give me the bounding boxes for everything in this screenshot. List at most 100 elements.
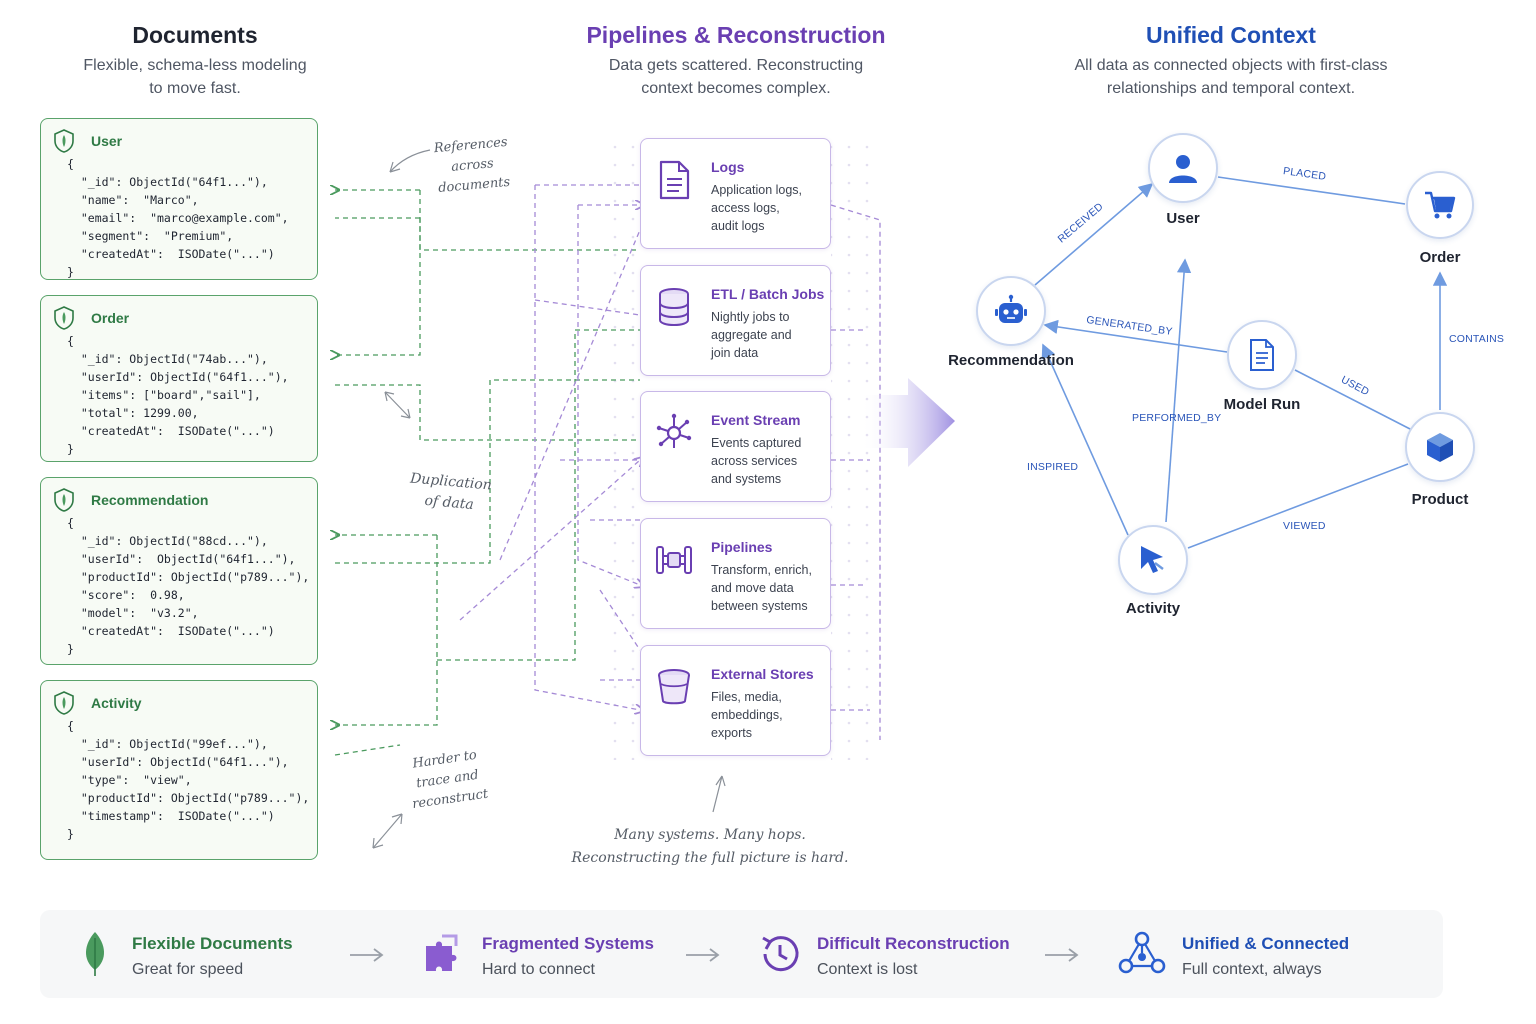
dot-texture-left [600, 140, 640, 760]
pipelines-subtitle-line1: Data gets scattered. Reconstructing [608, 57, 864, 74]
footer-sub-flexible: Great for speed [132, 961, 244, 978]
unified-title: Unified Context [1146, 22, 1316, 48]
unified-subtitle-line2: relationships and temporal context. [1106, 80, 1356, 97]
annotation-many-systems-line1: Many systems. Many hops. [614, 827, 806, 843]
edge-received [1034, 182, 1154, 286]
system-title-external-stores: External Stores [711, 666, 814, 682]
system-desc-event-stream: Events captured across services and syst… [711, 436, 802, 486]
shopping-cart-icon [1425, 191, 1456, 219]
graph-label-recommendation: Recommendation [948, 352, 1074, 369]
mongodb-shield-icon [54, 306, 74, 330]
edge-label-inspired: INSPIRED [1027, 461, 1079, 473]
pipeline-icon [656, 546, 692, 574]
graph-edges [1034, 176, 1448, 549]
dot-texture-right [831, 140, 871, 760]
system-card-event-stream: Event Stream Events captured across serv… [640, 391, 831, 502]
edge-used [1294, 369, 1413, 431]
mongodb-shield-icon [54, 129, 74, 153]
system-title-logs: Logs [711, 159, 745, 175]
footer-item-unified-connected: Unified & Connected Full context, always [1118, 910, 1438, 998]
unified-subtitle-line1: All data as connected objects with first… [1074, 57, 1388, 74]
doc-card-user: User { "_id": ObjectId("64f1..."), "name… [40, 118, 318, 280]
document-icon [1250, 339, 1274, 371]
system-desc-logs: Application logs, access logs, audit log… [711, 183, 803, 233]
system-desc-external-stores: Files, media, embeddings, exports [711, 690, 783, 740]
purple-fragment-lines [459, 184, 881, 740]
edge-label-viewed: VIEWED [1283, 520, 1326, 532]
footer-sub-reconstruction: Context is lost [817, 961, 918, 978]
event-stream-icon [656, 413, 692, 448]
edge-label-contains: CONTAINS [1449, 333, 1505, 345]
doc-card-recommendation: Recommendation { "_id": ObjectId("88cd..… [40, 477, 318, 665]
arrow-right-icon [686, 948, 720, 962]
documents-subtitle: Flexible, schema-less modeling to move f… [45, 54, 345, 100]
system-desc-pipelines: Transform, enrich, and move data between… [711, 563, 812, 613]
doc-header-user: User [53, 129, 122, 153]
system-title-etl: ETL / Batch Jobs [711, 286, 825, 302]
system-title-pipelines: Pipelines [711, 539, 773, 555]
documents-subtitle-line1: Flexible, schema-less modeling [83, 57, 307, 74]
footer-item-fragmented-systems: Fragmented Systems Hard to connect [420, 910, 720, 998]
network-icon [1118, 931, 1166, 974]
unified-subtitle: All data as connected objects with first… [1040, 54, 1422, 100]
hand-arrows [372, 149, 726, 849]
bucket-icon [658, 669, 690, 705]
edge-viewed [1187, 463, 1409, 549]
system-card-logs: Logs Application logs, access logs, audi… [640, 138, 831, 249]
footer-title-fragmented: Fragmented Systems [482, 934, 654, 953]
footer-item-difficult-reconstruction: Difficult Reconstruction Context is lost [755, 910, 1085, 998]
doc-name-order: Order [91, 310, 130, 326]
footer-title-flexible: Flexible Documents [132, 934, 293, 953]
annotation-references: References across documents [433, 134, 511, 197]
doc-name-recommendation: Recommendation [91, 492, 209, 508]
leaf-icon [85, 932, 105, 976]
puzzle-icon [426, 934, 458, 971]
graph-label-activity: Activity [1125, 600, 1181, 617]
mongodb-shield-icon [54, 691, 74, 715]
footer-sub-fragmented: Hard to connect [482, 961, 595, 978]
graph-label-model-run: Model Run [1223, 396, 1301, 413]
graph-node-recommendation [976, 276, 1046, 346]
system-card-etl: ETL / Batch Jobs Nightly jobs to aggrega… [640, 265, 831, 376]
footer-sub-unified: Full context, always [1182, 961, 1322, 978]
edge-placed [1217, 176, 1406, 205]
history-icon [762, 936, 799, 972]
system-desc-etl: Nightly jobs to aggregate and join data [711, 310, 792, 360]
user-icon [1169, 155, 1197, 183]
graph-node-product [1405, 412, 1475, 482]
doc-header-recommendation: Recommendation [53, 488, 208, 512]
edge-performed-by [1165, 258, 1192, 523]
graph-label-user: User [1166, 210, 1200, 227]
doc-card-activity: Activity { "_id": ObjectId("99ef..."), "… [40, 680, 318, 860]
cursor-icon [1141, 546, 1164, 573]
graph-node-model-run [1227, 320, 1297, 390]
edge-label-performed-by: PERFORMED_BY [1132, 412, 1222, 424]
doc-code-recommendation: { "_id": ObjectId("88cd..."), "userId": … [67, 516, 310, 656]
system-title-event-stream: Event Stream [711, 412, 801, 428]
document-icon [659, 160, 690, 200]
edge-inspired [1041, 343, 1129, 536]
arrow-right-icon [1045, 948, 1079, 962]
green-reference-lines [335, 190, 640, 756]
footer-item-flexible-documents: Flexible Documents Great for speed [40, 910, 370, 998]
graph-label-order: Order [1419, 249, 1461, 266]
doc-code-order: { "_id": ObjectId("74ab..."), "userId": … [67, 334, 289, 456]
edge-generated-by [1043, 319, 1228, 353]
graph-node-user [1148, 133, 1218, 203]
documents-title: Documents [132, 22, 258, 48]
annotation-duplication: Duplication of data [409, 470, 493, 514]
graph-node-activity [1118, 525, 1188, 595]
documents-subtitle-line2: to move fast. [149, 80, 241, 97]
graph-node-order [1406, 171, 1474, 239]
pipelines-subtitle: Data gets scattered. Reconstructing cont… [580, 54, 892, 100]
big-transition-arrow [860, 378, 955, 467]
annotation-many-systems: Many systems. Many hops. Reconstructing … [560, 824, 860, 870]
footer-title-reconstruction: Difficult Reconstruction [817, 934, 1010, 953]
doc-card-order: Order { "_id": ObjectId("74ab..."), "use… [40, 295, 318, 462]
footer-summary-bar: Flexible Documents Great for speed Fragm… [40, 910, 1443, 998]
doc-code-user: { "_id": ObjectId("64f1..."), "name": "M… [67, 157, 289, 279]
system-card-external-stores: External Stores Files, media, embeddings… [640, 645, 831, 756]
doc-name-activity: Activity [91, 695, 142, 711]
doc-code-activity: { "_id": ObjectId("99ef..."), "userId": … [67, 719, 310, 841]
